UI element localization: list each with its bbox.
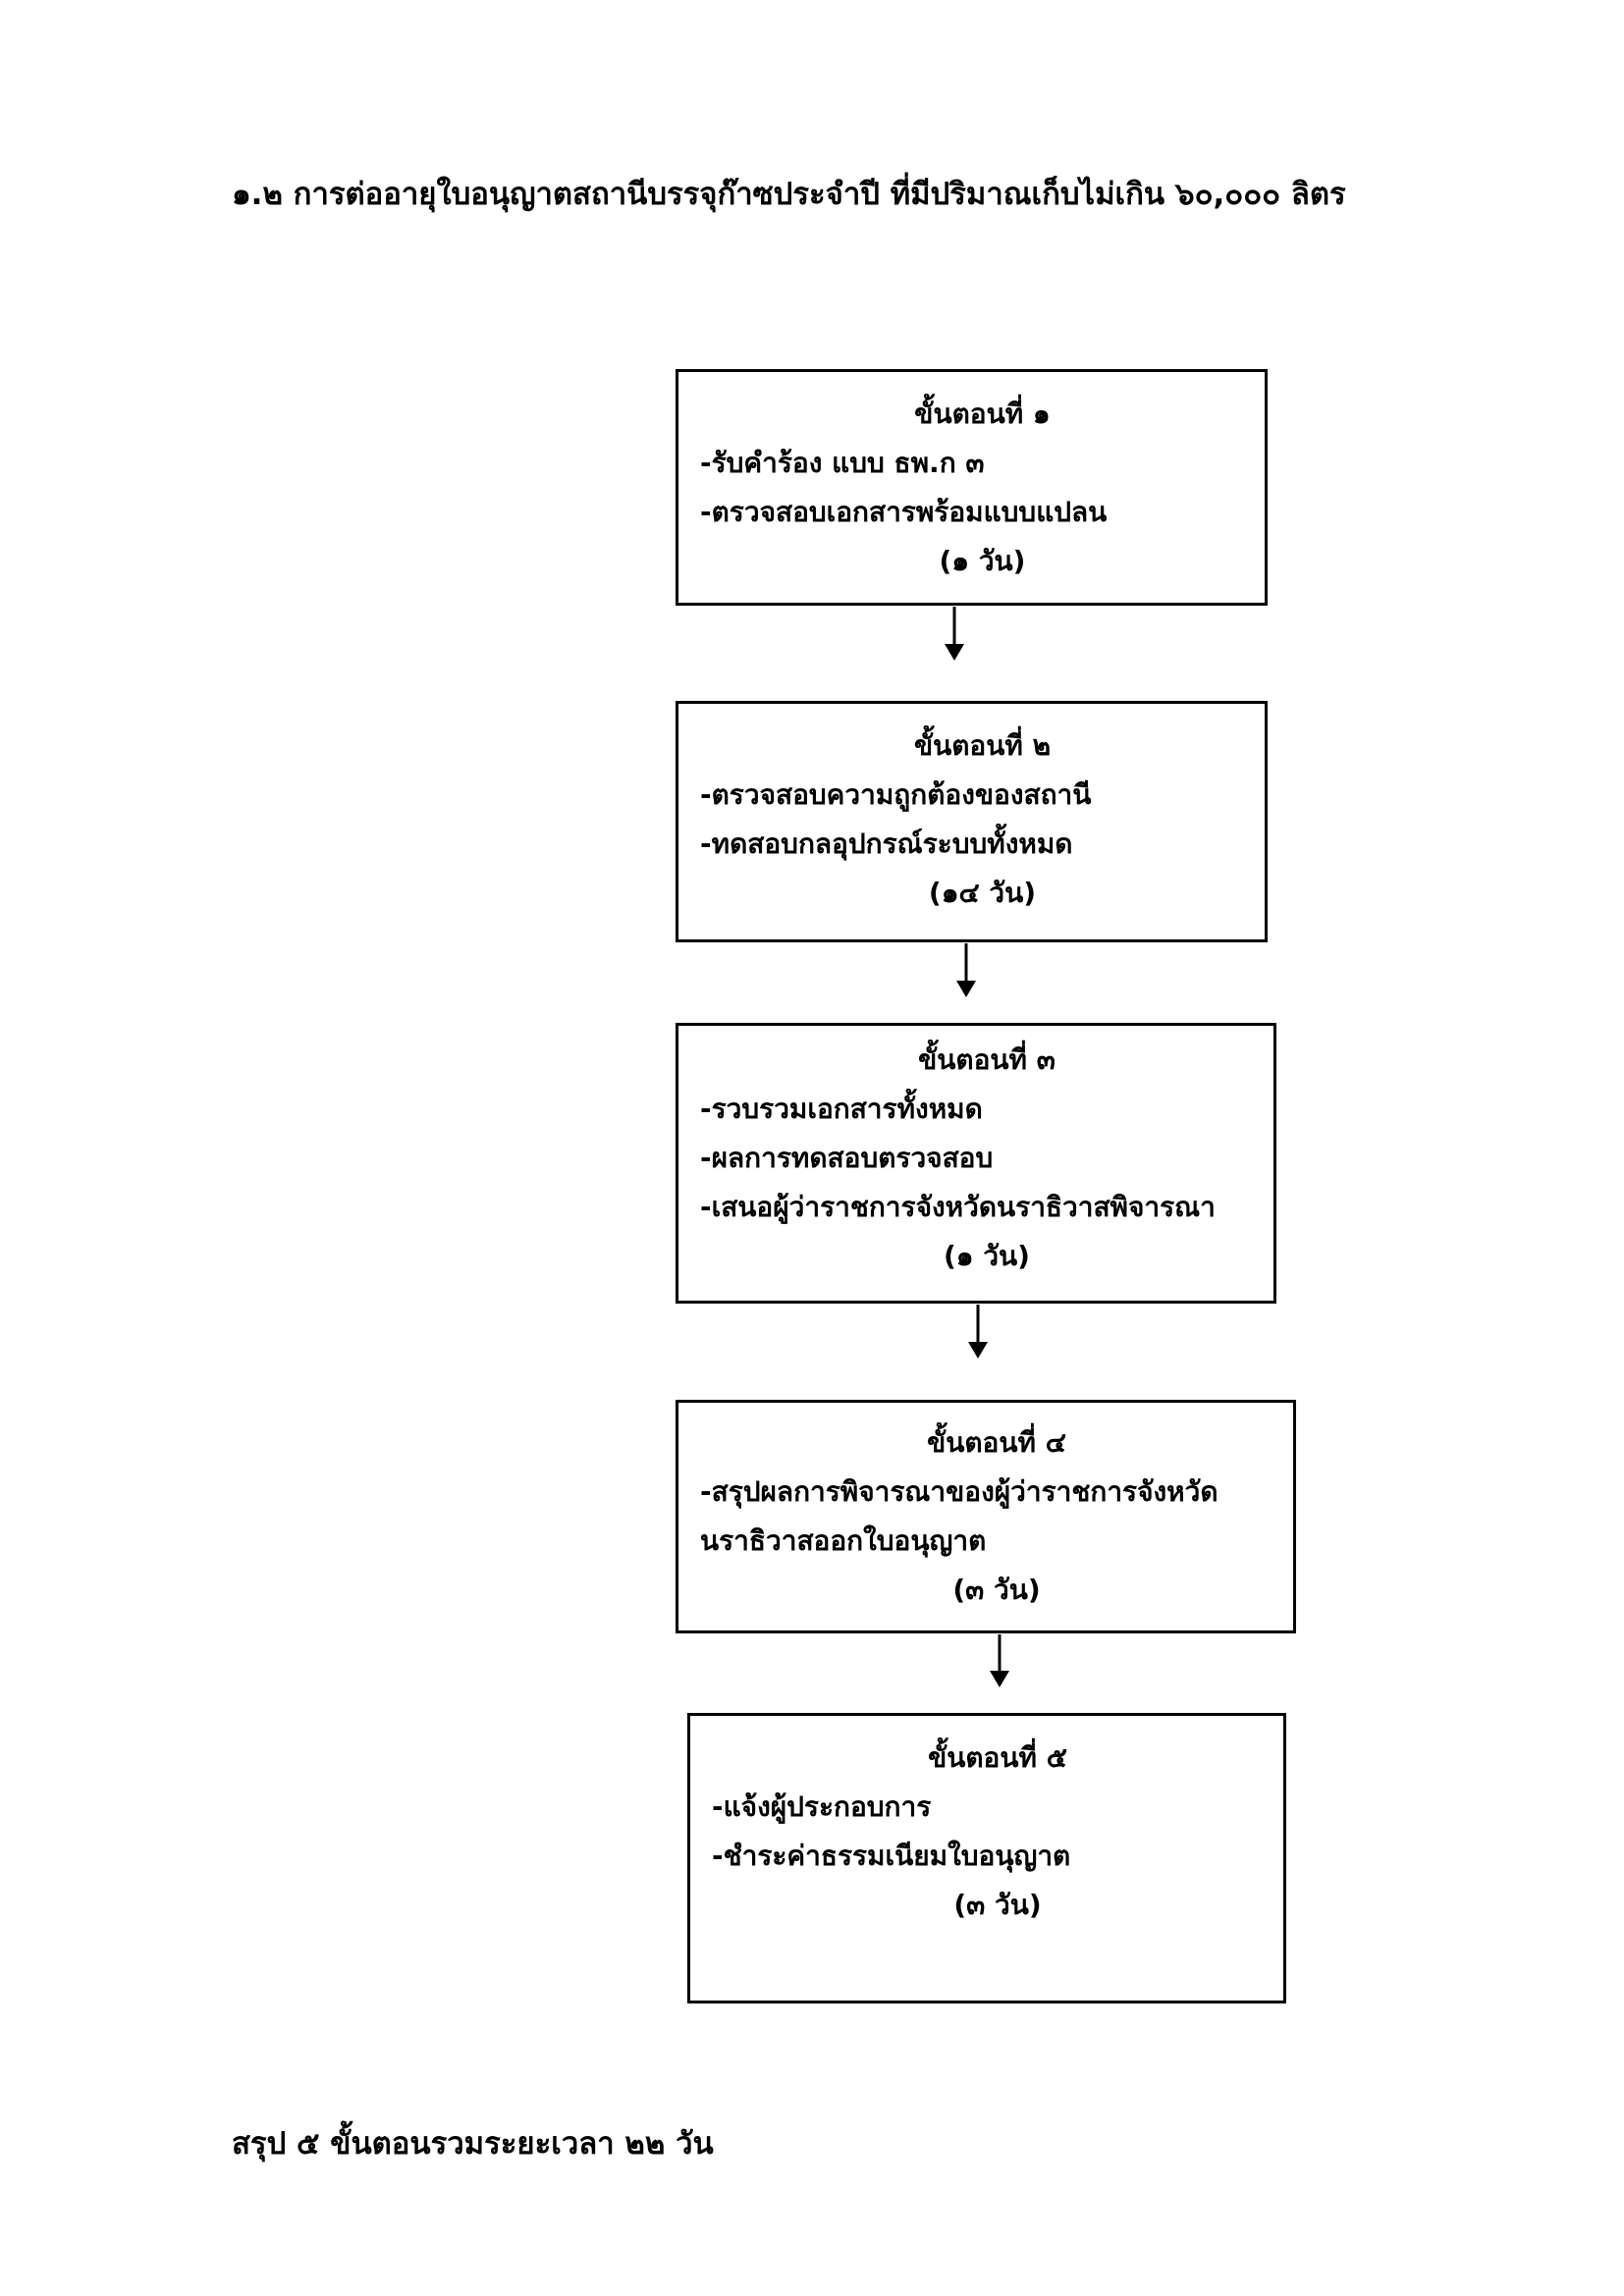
step-1-heading: ขั้นตอนที่ ๑ (914, 398, 1051, 430)
step-5-line-2: -ชำระค่าธรรมเนียมใบอนุญาต (712, 1840, 1071, 1872)
step-3-line-2: -ผลการทดสอบตรวจสอบ (700, 1142, 994, 1174)
step-4-heading: ขั้นตอนที่ ๔ (927, 1426, 1066, 1459)
step-1-box: ขั้นตอนที่ ๑ -รับคำร้อง แบบ ธพ.ก ๓ -ตรวจ… (676, 369, 1268, 606)
step-1-line-2: -ตรวจสอบเอกสารพร้อมแบบแปลน (700, 496, 1108, 528)
step-2-box: ขั้นตอนที่ ๒ -ตรวจสอบความถูกต้องของสถานี… (676, 701, 1268, 942)
step-4-line-2: นราธิวาสออกใบอนุญาต (700, 1524, 987, 1557)
step-1-line-1: -รับคำร้อง แบบ ธพ.ก ๓ (700, 447, 985, 479)
step-2-line-1: -ตรวจสอบความถูกต้องของสถานี (700, 778, 1092, 811)
step-5-line-1: -แจ้งผู้ประกอบการ (712, 1790, 932, 1823)
arrow-step-2-to-3 (956, 943, 976, 997)
step-4-box: ขั้นตอนที่ ๔ -สรุปผลการพิจารณาของผู้ว่าร… (676, 1400, 1296, 1633)
step-5-duration: (๓ วัน) (953, 1889, 1042, 1921)
step-5-heading: ขั้นตอนที่ ๕ (928, 1741, 1067, 1774)
step-2-heading: ขั้นตอนที่ ๒ (913, 729, 1052, 762)
document-title: ๑.๒ การต่ออายุใบอนุญาตสถานีบรรจุก๊าซประจ… (232, 177, 1346, 212)
step-3-duration: (๑ วัน) (944, 1240, 1030, 1272)
step-5-box: ขั้นตอนที่ ๕ -แจ้งผู้ประกอบการ -ชำระค่าธ… (687, 1713, 1286, 2003)
step-2-duration: (๑๔ วัน) (928, 877, 1037, 909)
arrow-step-3-to-4 (968, 1305, 988, 1359)
step-3-line-1: -รวบรวมเอกสารทั้งหมด (700, 1093, 983, 1125)
step-2-line-2: -ทดสอบกลอุปกรณ์ระบบทั้งหมด (700, 828, 1073, 860)
arrow-step-4-to-5 (990, 1634, 1009, 1687)
step-4-line-1: -สรุปผลการพิจารณาของผู้ว่าราชการจังหวัด (700, 1475, 1218, 1508)
step-4-duration: (๓ วัน) (952, 1574, 1041, 1606)
step-3-box: ขั้นตอนที่ ๓ -รวบรวมเอกสารทั้งหมด -ผลการ… (676, 1023, 1276, 1304)
step-3-heading: ขั้นตอนที่ ๓ (918, 1043, 1056, 1076)
summary-text: สรุป ๕ ขั้นตอนรวมระยะเวลา ๒๒ วัน (232, 2126, 714, 2162)
step-1-duration: (๑ วัน) (939, 545, 1026, 577)
arrow-step-1-to-2 (945, 607, 964, 661)
step-3-line-3: -เสนอผู้ว่าราชการจังหวัดนราธิวาสพิจารณา (700, 1191, 1216, 1223)
